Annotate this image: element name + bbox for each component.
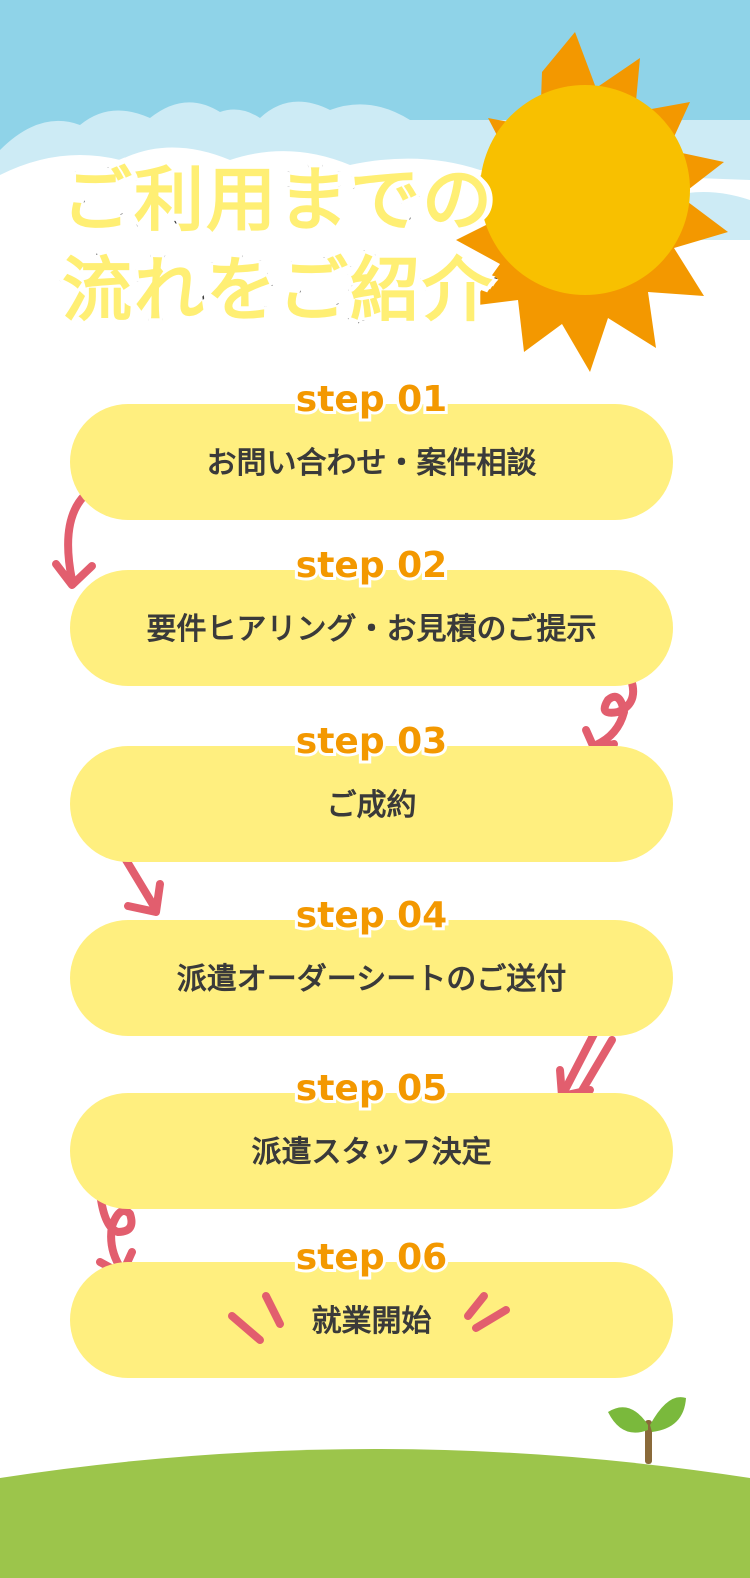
- step-text: 派遣スタッフ決定: [251, 1135, 492, 1170]
- curved-arrow-icon: [52, 491, 96, 589]
- sprout-icon: [608, 1397, 686, 1464]
- page-title-line1: ご利用までの: [60, 158, 495, 243]
- step-label: step 06: [293, 1234, 450, 1281]
- step-card-06: step 06 就業開始: [70, 1234, 673, 1378]
- grass: [0, 1449, 750, 1578]
- step-label: step 05: [293, 1065, 450, 1112]
- step-card-03: step 03 ご成約: [70, 718, 673, 862]
- step-card-02: step 02 要件ヒアリング・お見積のご提示: [70, 542, 673, 686]
- step-label: step 02: [293, 542, 450, 589]
- step-label: step 01: [293, 376, 450, 423]
- step-label: step 04: [293, 892, 450, 939]
- step-text: 就業開始: [311, 1304, 432, 1339]
- step-text: 派遣オーダーシートのご送付: [176, 962, 567, 997]
- double-arrow-icon: [556, 1026, 616, 1100]
- step-card-04: step 04 派遣オーダーシートのご送付: [70, 892, 673, 1036]
- page-title-line2: 流れをご紹介: [60, 248, 495, 333]
- step-text: ご成約: [326, 788, 417, 823]
- step-text: お問い合わせ・案件相談: [206, 446, 537, 481]
- step-text: 要件ヒアリング・お見積のご提示: [146, 612, 597, 647]
- sparkle-lines-icon: [228, 1292, 510, 1344]
- step-label: step 03: [293, 718, 450, 765]
- step-card-05: step 05 派遣スタッフ決定: [70, 1065, 673, 1209]
- sun-icon: [456, 32, 728, 372]
- step-card-01: step 01 お問い合わせ・案件相談: [70, 376, 673, 520]
